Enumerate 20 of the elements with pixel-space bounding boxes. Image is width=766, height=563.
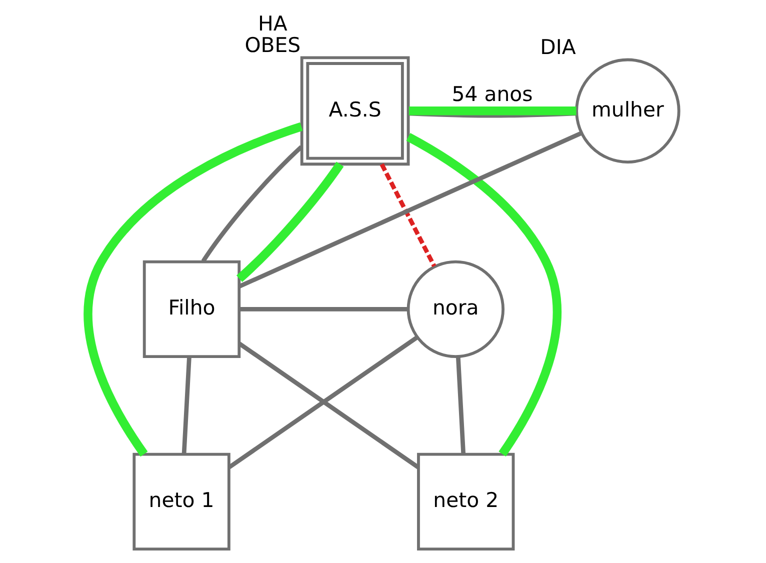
connector: [379, 163, 436, 268]
edge-label: 54 anos: [451, 82, 532, 106]
connector: [236, 162, 344, 282]
connector: [406, 133, 561, 456]
node-box: neto 2: [416, 452, 514, 551]
node-label: HA: [258, 11, 287, 36]
connector: [200, 145, 302, 262]
connector: [238, 307, 408, 312]
connector: [181, 356, 191, 454]
node-circle: mulher: [574, 58, 680, 164]
connector: [408, 106, 576, 116]
node-box: A.S.S: [300, 56, 410, 166]
connector: [455, 356, 466, 454]
node-box: neto 1: [132, 452, 230, 551]
connector: [83, 122, 302, 457]
node-label: DIA: [540, 34, 576, 59]
node-circle: nora: [406, 260, 504, 358]
node-label: OBES: [244, 33, 300, 58]
node-box: Filho: [142, 260, 240, 358]
connector: [238, 131, 582, 288]
